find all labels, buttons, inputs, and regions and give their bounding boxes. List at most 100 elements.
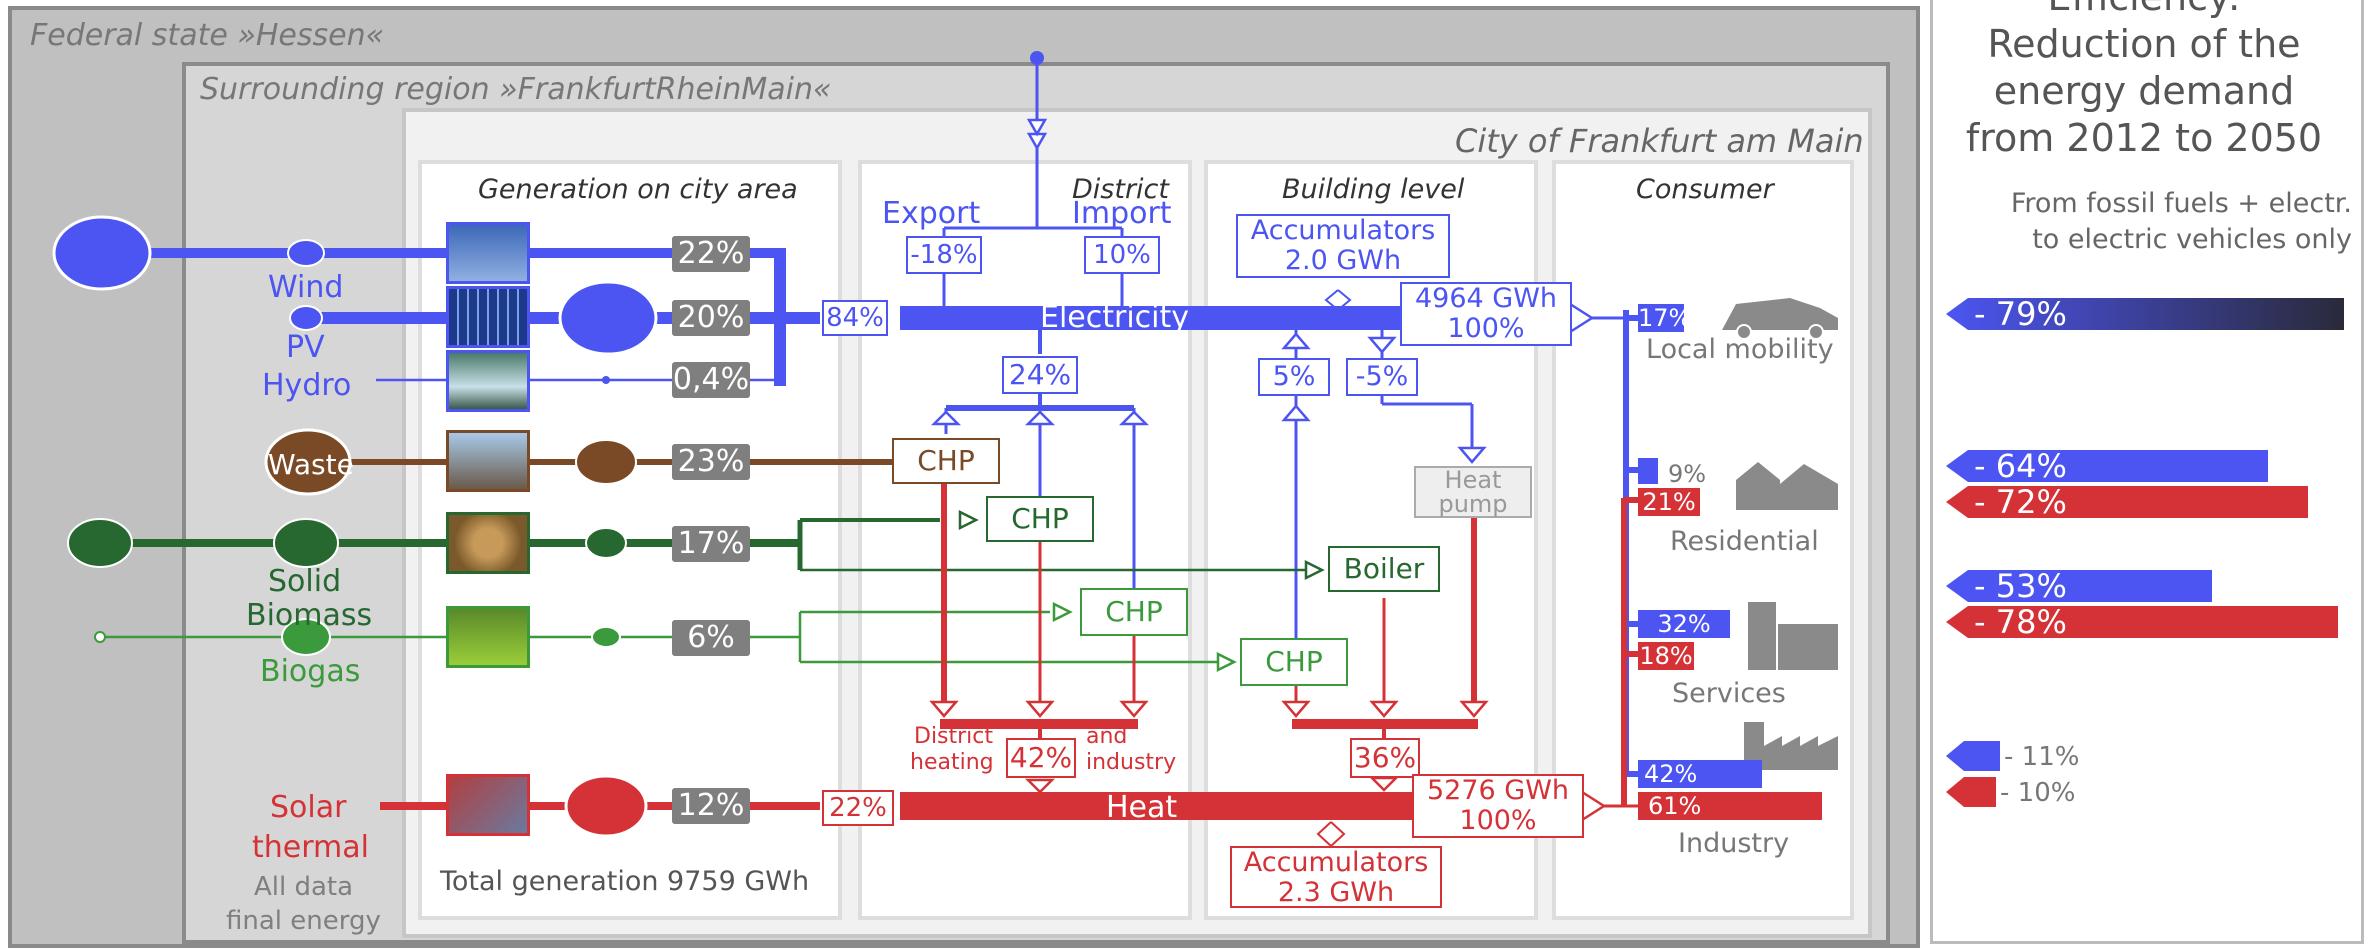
note-line1: All data	[254, 872, 353, 902]
industry-heat-bar: 61%	[1638, 792, 1822, 820]
heat-total-line2: 100%	[1414, 806, 1582, 836]
note-line2: final energy	[226, 906, 381, 936]
district-heat-pct-box: 42%	[1006, 738, 1076, 778]
waste-label: Waste	[268, 448, 354, 481]
industry-elec-reduction-value: - 11%	[2004, 742, 2079, 772]
hydro-photo	[446, 350, 530, 412]
building-plus5-box: 5%	[1258, 358, 1330, 396]
accumulator-heat-line2: 2.3 GWh	[1232, 878, 1440, 908]
efficiency-title-line1: Efficiency:	[1936, 0, 2352, 21]
biogas-pct: 6%	[672, 620, 750, 656]
chp-biogas-box: CHP	[1080, 588, 1188, 636]
district-heating-label-2: heating	[910, 750, 994, 775]
electricity-total-line2: 100%	[1402, 314, 1570, 344]
import-pct-box: 10%	[1084, 236, 1160, 274]
electricity-total-box: 4964 GWh 100%	[1400, 282, 1572, 346]
services-heat-bar: 18%	[1638, 642, 1694, 670]
building-minus5-box: -5%	[1346, 358, 1418, 396]
efficiency-title-line3: energy demand	[1936, 68, 2352, 115]
hydro-label: Hydro	[262, 368, 351, 403]
heat-total-line1: 5276 GWh	[1414, 776, 1582, 806]
accumulator-elec-line1: Accumulators	[1238, 216, 1448, 246]
residential-elec-reduction-bar: - 64%	[1946, 450, 2268, 482]
efficiency-title: Efficiency: Reduction of the energy dema…	[1936, 0, 2352, 162]
boiler-box: Boiler	[1328, 546, 1440, 592]
wind-pct: 22%	[672, 236, 750, 272]
residential-heat-bar: 21%	[1638, 488, 1700, 516]
export-label: Export	[882, 196, 980, 231]
residential-label: Residential	[1670, 526, 1819, 557]
and-industry-label-2: industry	[1086, 750, 1176, 775]
electricity-total-line1: 4964 GWh	[1402, 284, 1570, 314]
services-elec-pct: 32%	[1657, 610, 1710, 638]
and-industry-label-1: and	[1086, 724, 1127, 749]
elec-in-pct-box: 84%	[822, 300, 888, 336]
building-heat-pct-box: 36%	[1350, 738, 1420, 778]
wood-photo	[446, 512, 530, 574]
efficiency-subtitle: From fossil fuels + electr. to electric …	[1940, 186, 2352, 258]
heat-total-box: 5276 GWh 100%	[1412, 774, 1584, 838]
solar-pct: 12%	[672, 788, 750, 824]
pv-pct: 20%	[672, 300, 750, 336]
accumulator-heat-line1: Accumulators	[1232, 848, 1440, 878]
total-generation: Total generation 9759 GWh	[440, 866, 809, 897]
solar-label-1: Solar	[270, 790, 346, 825]
building-chp-box: CHP	[1240, 638, 1348, 686]
accumulator-elec-box: Accumulators 2.0 GWh	[1236, 214, 1450, 278]
biogas-label: Biogas	[260, 654, 360, 689]
services-heat-reduction-value: - 78%	[1974, 603, 2067, 641]
houses-icon	[1736, 462, 1838, 510]
heat-bus-label: Heat	[1106, 790, 1177, 825]
electricity-bus-label: Electricity	[1040, 300, 1189, 335]
export-pct-box: -18%	[906, 236, 982, 274]
heat-pump-line1: Heat	[1416, 468, 1530, 492]
services-heat-reduction-bar: - 78%	[1946, 606, 2338, 638]
mobility-elec-pct: 17%	[1638, 304, 1691, 332]
residential-elec-pct: 9%	[1668, 460, 1706, 488]
solar-thermal-photo	[446, 774, 530, 836]
car-icon	[1722, 298, 1838, 339]
efficiency-subtitle-line2: to electric vehicles only	[1940, 222, 2352, 258]
residential-heat-pct: 21%	[1642, 488, 1695, 516]
wind-label: Wind	[268, 270, 343, 305]
services-heat-pct: 18%	[1639, 642, 1692, 670]
mobility-reduction-bar: - 79%	[1946, 298, 2344, 330]
heat-pump-box: Heat pump	[1414, 466, 1532, 518]
efficiency-title-line2: Reduction of the	[1936, 21, 2352, 68]
services-label: Services	[1672, 678, 1786, 709]
industry-heat-pct: 61%	[1648, 792, 1701, 820]
wind-turbine-photo	[446, 222, 530, 284]
industry-heat-reduction-value: - 10%	[2000, 778, 2075, 808]
services-elec-reduction-bar: - 53%	[1946, 570, 2212, 602]
solid-label-1: Solid	[268, 564, 341, 599]
solid-pct: 17%	[672, 526, 750, 562]
mobility-reduction-value: - 79%	[1974, 295, 2067, 333]
residential-elec-reduction-value: - 64%	[1974, 447, 2067, 485]
industry-label: Industry	[1678, 828, 1789, 859]
services-elec-reduction-value: - 53%	[1974, 567, 2067, 605]
services-elec-bar: 32%	[1638, 610, 1730, 638]
solar-label-2: thermal	[252, 830, 369, 865]
district-heating-label-1: District	[914, 724, 993, 749]
import-label: Import	[1072, 196, 1172, 231]
accumulator-heat-box: Accumulators 2.3 GWh	[1230, 846, 1442, 908]
industry-elec-bar: 42%	[1638, 760, 1762, 788]
waste-pct: 23%	[672, 444, 750, 480]
pv-label: PV	[286, 330, 325, 365]
chp-waste-box: CHP	[892, 438, 1000, 484]
accumulator-elec-line2: 2.0 GWh	[1238, 246, 1448, 276]
efficiency-subtitle-line1: From fossil fuels + electr.	[1940, 186, 2352, 222]
chp-solid-box: CHP	[986, 496, 1094, 542]
pv-panel-photo	[446, 286, 530, 348]
residential-heat-reduction-bar: - 72%	[1946, 486, 2308, 518]
office-building-icon	[1748, 602, 1838, 670]
chp-pct-box: 24%	[1002, 356, 1078, 394]
waste-plant-photo	[446, 430, 530, 492]
biogas-crop-photo	[446, 606, 530, 668]
heat-pump-line2: pump	[1416, 492, 1530, 516]
residential-elec-bar	[1638, 458, 1658, 484]
industry-elec-pct: 42%	[1644, 760, 1697, 788]
efficiency-title-line4: from 2012 to 2050	[1936, 115, 2352, 162]
mobility-elec-bar: 17%	[1638, 304, 1684, 332]
mobility-label: Local mobility	[1646, 334, 1834, 365]
